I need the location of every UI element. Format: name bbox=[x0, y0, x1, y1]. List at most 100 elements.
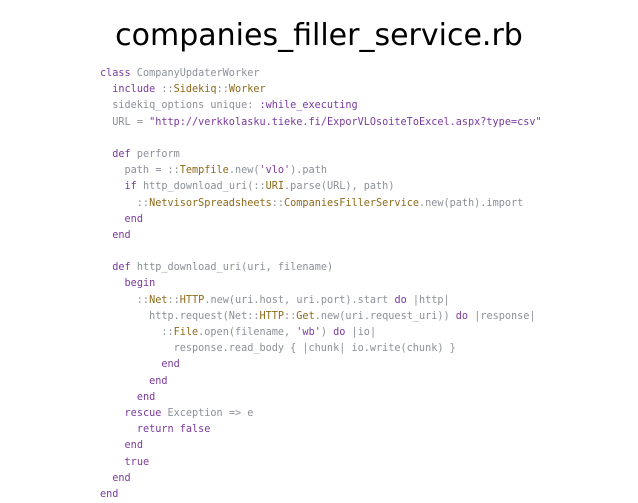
code-token: response.read_body { |chunk| io.write(ch… bbox=[100, 343, 456, 355]
code-token: :while_executing bbox=[259, 100, 358, 112]
code-line: ​ bbox=[100, 244, 542, 260]
code-token: File bbox=[173, 327, 199, 338]
code-line: return false bbox=[100, 422, 542, 438]
code-line: end bbox=[100, 390, 542, 406]
code-token: end bbox=[161, 359, 180, 371]
code-token: :: bbox=[271, 197, 285, 209]
code-token: .new(uri.host, uri.port).start bbox=[204, 294, 395, 306]
code-block: class CompanyUpdaterWorker include ::Sid… bbox=[100, 66, 542, 503]
code-token: .new(uri.request_uri)) bbox=[314, 310, 456, 322]
code-token bbox=[100, 424, 137, 435]
code-token: URI bbox=[265, 181, 285, 193]
code-token: "http://verkkolasku.tieke.fi/ExporVLOsoi… bbox=[149, 116, 542, 128]
code-line: ​ bbox=[100, 131, 542, 147]
code-token: end bbox=[112, 472, 131, 484]
code-token: HTTP bbox=[259, 310, 285, 322]
code-line: end bbox=[100, 438, 542, 454]
code-token: |io| bbox=[345, 327, 377, 338]
code-line: ::File.open(filename, 'wb') do |io| bbox=[100, 325, 542, 341]
code-line: begin bbox=[100, 276, 542, 292]
code-token: if bbox=[124, 181, 137, 193]
code-token: .new(path).import bbox=[418, 197, 524, 209]
code-token: 'vlo' bbox=[259, 165, 291, 177]
code-token: :: bbox=[284, 310, 297, 322]
code-line: class CompanyUpdaterWorker bbox=[100, 66, 542, 82]
code-line: end bbox=[100, 357, 542, 373]
code-token bbox=[100, 473, 112, 484]
code-token: Get bbox=[296, 310, 315, 322]
code-line: end bbox=[100, 374, 542, 390]
code-line: sidekiq_options unique: :while_executing bbox=[100, 98, 542, 114]
code-token: perform bbox=[130, 148, 180, 160]
code-line: rescue Exception => e bbox=[100, 406, 542, 422]
code-token: end bbox=[112, 229, 131, 241]
code-token: path = :: bbox=[100, 165, 180, 177]
code-token: false bbox=[179, 424, 211, 436]
code-token bbox=[100, 149, 112, 160]
code-token: Tempfile bbox=[179, 165, 229, 177]
code-token: http_download_uri(uri, filename) bbox=[130, 262, 334, 274]
code-line: end bbox=[100, 228, 542, 244]
code-token: sidekiq_options unique: bbox=[100, 100, 260, 112]
code-token bbox=[100, 440, 125, 451]
code-line: http.request(Net::HTTP::Get.new(uri.requ… bbox=[100, 309, 542, 325]
code-token: ) bbox=[320, 327, 334, 338]
code-line: def perform bbox=[100, 147, 542, 163]
code-token: NetvisorSpreadsheets bbox=[149, 197, 272, 209]
code-token: .open(filename, bbox=[198, 327, 297, 338]
code-token: def bbox=[112, 262, 131, 274]
code-line: end bbox=[100, 487, 542, 503]
code-token: rescue bbox=[124, 407, 162, 419]
code-token: do bbox=[455, 310, 469, 322]
code-token bbox=[100, 278, 125, 289]
code-token: |response| bbox=[468, 310, 536, 322]
code-token: :: bbox=[167, 294, 180, 306]
code-token: .parse(URL), path) bbox=[284, 181, 395, 193]
code-token: HTTP bbox=[179, 294, 205, 306]
code-line: ::Net::HTTP.new(uri.host, uri.port).star… bbox=[100, 293, 542, 309]
code-token: end bbox=[149, 375, 168, 387]
code-token: :: bbox=[100, 327, 174, 338]
code-token: true bbox=[124, 456, 150, 468]
slide: companies_filler_service.rb class Compan… bbox=[100, 18, 542, 500]
code-token: do bbox=[394, 294, 407, 306]
code-token: ).path bbox=[290, 165, 327, 177]
code-line: path = ::Tempfile.new('vlo').path bbox=[100, 163, 542, 179]
code-line: true bbox=[100, 455, 542, 471]
code-line: URL = "http://verkkolasku.tieke.fi/Expor… bbox=[100, 115, 542, 131]
code-token bbox=[100, 181, 125, 192]
code-token: :: bbox=[216, 84, 229, 96]
code-token: URL = bbox=[100, 116, 150, 128]
code-token: return bbox=[136, 424, 174, 436]
code-line: end bbox=[100, 212, 542, 228]
code-token: Exception => e bbox=[161, 407, 254, 419]
code-line: if http_download_uri(::URI.parse(URL), p… bbox=[100, 179, 542, 195]
code-token: end bbox=[136, 391, 156, 403]
slide-title: companies_filler_service.rb bbox=[115, 18, 523, 53]
code-token: http.request(Net:: bbox=[100, 310, 260, 322]
code-token bbox=[100, 457, 125, 468]
code-token: Sidekiq bbox=[173, 84, 217, 96]
code-token: :: bbox=[100, 197, 150, 209]
code-token bbox=[100, 214, 125, 225]
code-token: .new( bbox=[228, 165, 260, 177]
code-line: include ::Sidekiq::Worker bbox=[100, 82, 542, 98]
code-token: Net bbox=[149, 294, 168, 306]
code-token: def bbox=[112, 148, 131, 160]
code-token bbox=[100, 408, 125, 419]
code-token: http_download_uri(:: bbox=[136, 181, 266, 193]
code-token: end bbox=[124, 213, 143, 225]
code-line: end bbox=[100, 471, 542, 487]
code-token bbox=[100, 376, 149, 387]
code-token: class bbox=[100, 68, 131, 79]
code-line: response.read_body { |chunk| io.write(ch… bbox=[100, 341, 542, 357]
code-token: CompanyUpdaterWorker bbox=[130, 68, 260, 79]
code-token bbox=[100, 392, 137, 403]
code-token: begin bbox=[124, 278, 156, 290]
code-token: Worker bbox=[228, 84, 266, 96]
code-token bbox=[100, 262, 112, 273]
code-token: include bbox=[112, 84, 156, 96]
code-token: :: bbox=[100, 294, 150, 306]
code-token: end bbox=[100, 488, 119, 500]
code-line: def http_download_uri(uri, filename) bbox=[100, 260, 542, 276]
